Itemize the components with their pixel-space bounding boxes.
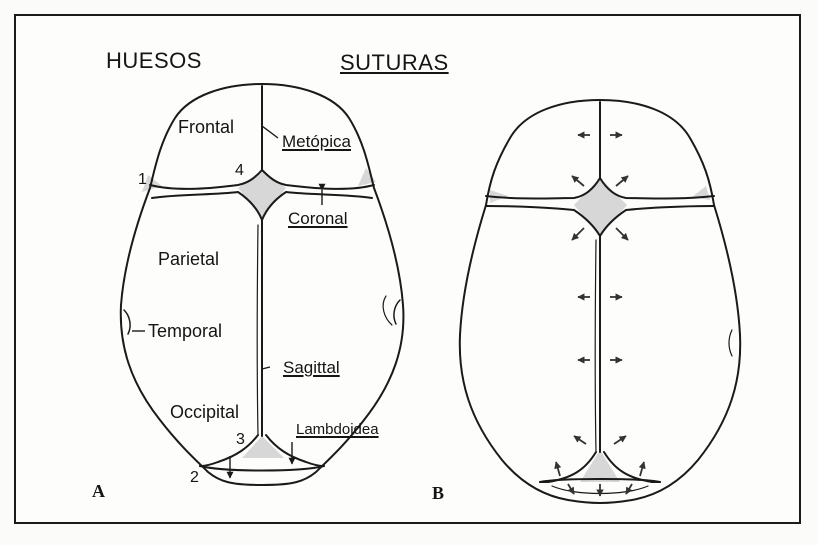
coronal-label: Coronal <box>288 210 348 227</box>
parietal-label: Parietal <box>158 250 219 268</box>
fontanelle-number-2: 2 <box>190 470 199 486</box>
anterior-fontanelle-a <box>238 170 286 218</box>
fontanelle-number-4: 4 <box>235 163 244 179</box>
fontanelle-number-3: 3 <box>236 432 245 448</box>
occipital-bone-a <box>200 466 324 471</box>
sagittal-label: Sagittal <box>283 359 340 376</box>
bones-heading: HUESOS <box>106 50 202 72</box>
sutures-heading: SUTURAS <box>340 52 449 74</box>
panel-a-label: A <box>92 482 105 500</box>
anterior-fontanelle-b <box>574 178 627 236</box>
occipital-label: Occipital <box>170 403 239 421</box>
lambdoid-label: Lambdoidea <box>296 422 379 437</box>
fontanelle-number-1: 1 <box>138 172 147 188</box>
skull-b <box>460 100 740 503</box>
leader-lines-a <box>132 126 322 478</box>
panel-b-label: B <box>432 484 444 502</box>
metopic-label: Metópica <box>282 133 351 150</box>
temporal-label: Temporal <box>148 322 222 340</box>
frontal-label: Frontal <box>178 118 234 136</box>
